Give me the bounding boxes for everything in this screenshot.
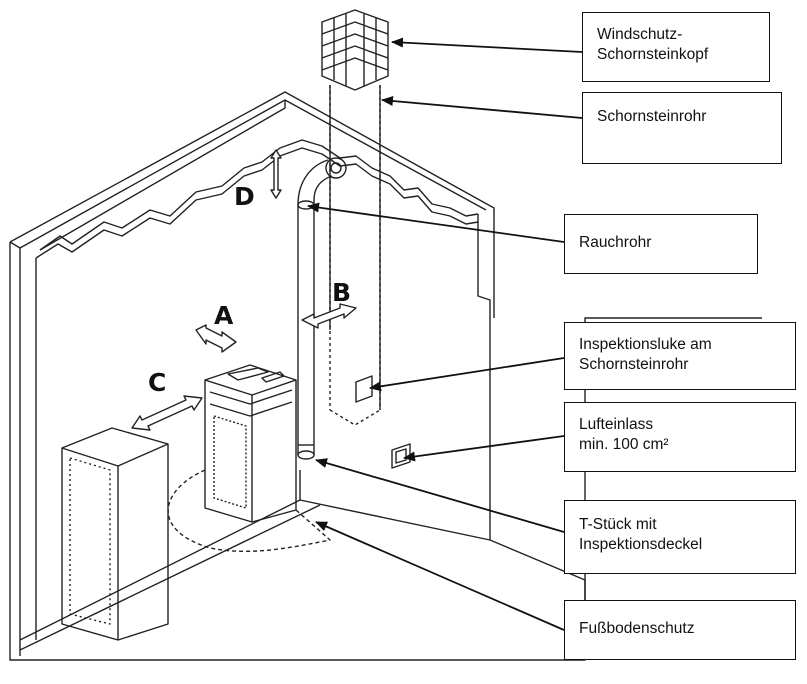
label-tstueck-line2: Inspektionsdeckel [579,536,703,553]
label-fussbodenschutz: Fußbodenschutz [564,600,796,660]
label-rauchrohr-text: Rauchrohr [579,234,652,251]
arrow-d [270,149,282,199]
label-lufteinlass: Lufteinlass min. 100 cm² [564,402,796,472]
back-wall-top [39,100,286,251]
clearance-letter-c: C [148,368,167,397]
left-wall-top [9,99,487,656]
arrow-b [301,303,357,329]
cabinet [61,427,169,641]
ceiling-break-inner [35,147,479,259]
ceiling-break [39,139,479,251]
floor-inner [19,504,321,651]
label-tstueck: T-Stück mit Inspektionsdeckel [564,500,796,574]
leader-inspektionsluke [369,357,565,392]
label-lufteinlass-line1: Lufteinlass [579,416,654,433]
label-lufteinlass-line2: min. 100 cm² [579,436,669,453]
leader-schornsteinrohr [381,96,583,119]
label-inspektionsluke: Inspektionsluke am Schornsteinrohr [564,322,796,390]
label-inspektionsluke-line1: Inspektionsluke am [579,336,712,353]
stove-body [204,364,297,523]
clearance-letter-a: A [214,301,234,330]
air-inlet [391,443,411,469]
chimney-pipe [329,85,381,426]
label-schornsteinrohr: Schornsteinrohr [582,92,782,164]
label-fussbodenschutz-text: Fußbodenschutz [579,620,695,637]
label-schornsteinrohr-text: Schornsteinrohr [597,108,707,125]
leader-rauchrohr [307,202,565,243]
arrow-c [131,395,203,431]
leader-fussbodenschutz [315,521,565,631]
label-windschutz-line2: Schornsteinkopf [597,46,709,63]
arrow-a [195,324,237,353]
label-tstueck-line1: T-Stück mit [579,516,657,533]
floor-protection [167,469,331,552]
smoke-pipe [297,200,315,455]
leader-lufteinlass [403,435,565,462]
leader-tstueck [315,458,565,533]
clearance-letter-b: B [332,278,352,307]
label-windschutz: Windschutz- Schornsteinkopf [582,12,770,82]
inspection-hatch [355,375,373,403]
chimney-cap [321,9,389,91]
label-rauchrohr: Rauchrohr [564,214,758,274]
clearance-letter-d: D [234,182,255,211]
leader-windschutz [391,37,583,53]
label-inspektionsluke-line2: Schornsteinrohr [579,356,689,373]
label-windschutz-line1: Windschutz- [597,26,683,43]
right-wall [477,214,586,660]
